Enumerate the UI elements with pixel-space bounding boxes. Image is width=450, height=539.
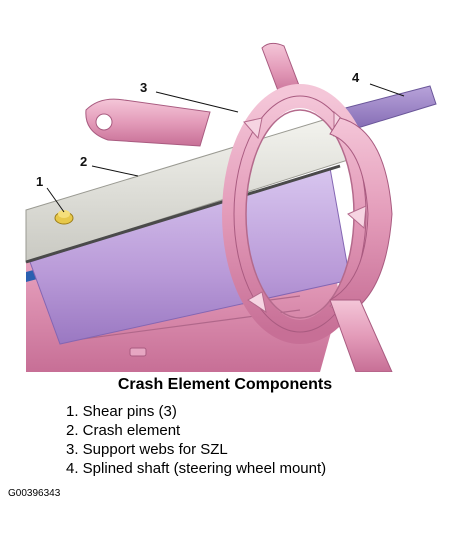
figure-caption: Crash Element Components bbox=[117, 376, 333, 393]
legend-item: 1. Shear pins (3) bbox=[66, 403, 177, 420]
callout-3: 3 bbox=[140, 80, 147, 95]
cutaway-edge bbox=[25, 164, 341, 264]
bracket-hole bbox=[95, 113, 113, 131]
left-bracket-lug bbox=[85, 98, 211, 147]
crash-element-illustration: 1 2 3 4 bbox=[25, 42, 437, 373]
shear-pin bbox=[54, 210, 74, 225]
callout-4: 4 bbox=[352, 70, 360, 85]
callout-2: 2 bbox=[80, 154, 87, 169]
lower-bracket-leg bbox=[329, 299, 393, 373]
callout-1: 1 bbox=[36, 174, 43, 189]
legend-item: 4. Splined shaft (steering wheel mount) bbox=[66, 460, 327, 477]
support-ring bbox=[222, 84, 378, 344]
upper-bracket-arm bbox=[261, 42, 301, 97]
crash-element-diagram: 1 2 3 4 bbox=[25, 42, 437, 373]
small-pin bbox=[129, 347, 147, 357]
leader-lines bbox=[46, 83, 405, 213]
figure-id: G00396343 bbox=[8, 488, 61, 499]
component-legend: 1. Shear pins (3) 2. Crash element 3. Su… bbox=[66, 402, 326, 478]
legend-item: 2. Crash element bbox=[66, 422, 181, 439]
legend-item: 3. Support webs for SZL bbox=[66, 441, 228, 458]
